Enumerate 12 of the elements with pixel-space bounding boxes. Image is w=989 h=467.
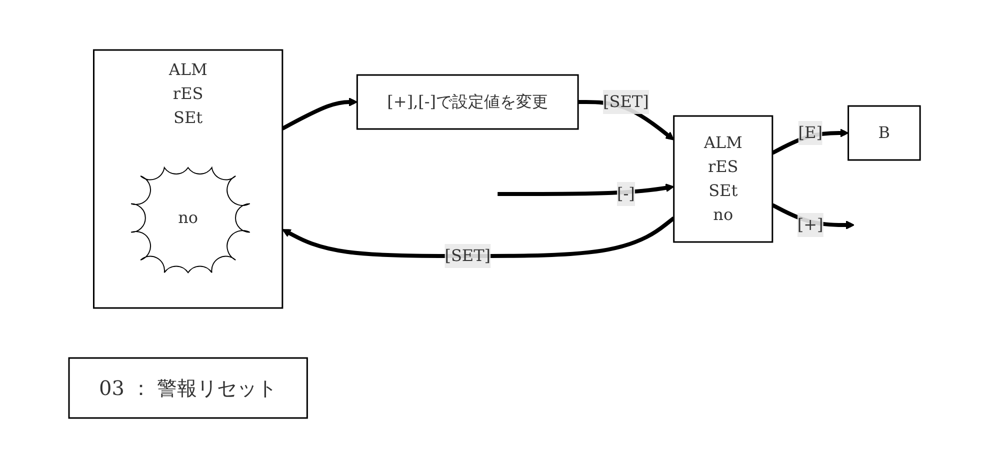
edge-label: [E] — [798, 122, 822, 142]
arrow — [282, 216, 676, 258]
node-box: ALM rES SEt no — [673, 114, 774, 242]
edge-label: [SET] — [444, 246, 490, 264]
node-box: B — [848, 104, 921, 160]
node-box: [+],[-]で設定値を変更 — [356, 74, 579, 130]
edge-label: [SET] — [603, 92, 649, 110]
arrow — [498, 182, 674, 196]
edge-label: [+] — [797, 214, 824, 234]
arrow — [281, 97, 358, 130]
edge-label: [-] — [616, 184, 635, 202]
node-box: 03 ： 警報リセット — [68, 356, 308, 418]
